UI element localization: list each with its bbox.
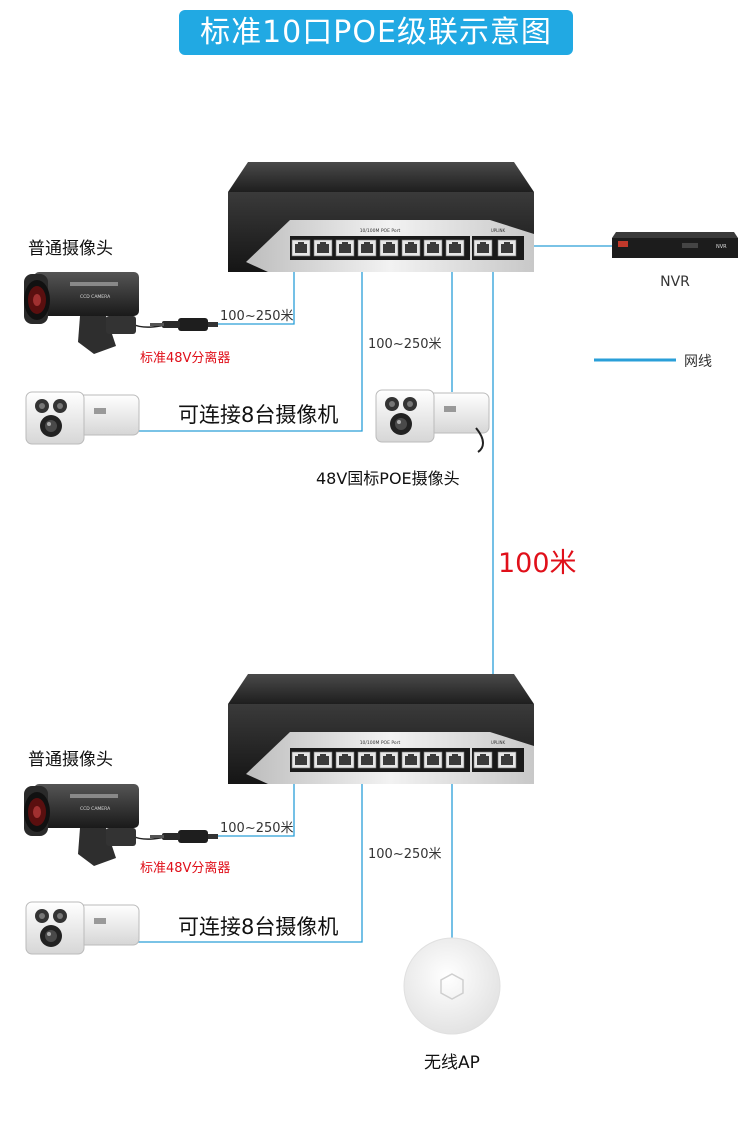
cable-bottom-port3 [138, 780, 363, 943]
ccd-camera-text: CCD CAMERA [80, 806, 111, 812]
wireless-ap [403, 937, 501, 1035]
cable-group [138, 245, 612, 943]
top-poe-camera-label: 48V国标POE摄像头 [316, 469, 460, 488]
bottom-distance-middle: 100~250米 [368, 847, 442, 862]
top-normal-camera: CCD CAMERA [24, 272, 139, 354]
ccd-camera-text: CCD CAMERA [80, 294, 111, 300]
switch-panel-label: 10/100M POE Port [360, 740, 401, 746]
cascade-distance: 100米 [498, 548, 577, 579]
cable-bottom-port1 [210, 780, 295, 837]
switch-uplink-label: UPLINK [491, 740, 506, 745]
bottom-normal-camera: CCD CAMERA [24, 784, 139, 866]
bottom-poe-switch: 10/100M POE Port UPLINK [228, 674, 534, 784]
legend-label: 网线 [684, 354, 712, 370]
cable-top-port1 [210, 266, 295, 325]
nvr-device: NVR [612, 232, 738, 258]
top-distance-middle: 100~250米 [368, 337, 442, 352]
top-poe-switch: 10/100M POE Port UPLINK [228, 162, 534, 272]
ap-logo-icon [440, 973, 464, 1000]
top-poe-camera-right [375, 389, 490, 443]
switch-uplink-label: UPLINK [491, 228, 506, 233]
page-title: 标准10口POE级联示意图 [179, 10, 573, 55]
bottom-connect-text: 可连接8台摄像机 [178, 915, 338, 939]
nvr-label: NVR [660, 274, 690, 290]
poe-camera-cable-tail [475, 427, 484, 453]
nvr-brand-text: NVR [716, 244, 727, 250]
top-splitter-label: 标准48V分离器 [140, 350, 230, 366]
top-poe-camera-left [25, 391, 140, 445]
bottom-distance-left: 100~250米 [220, 821, 294, 836]
ap-label: 无线AP [424, 1053, 480, 1073]
top-connect-text: 可连接8台摄像机 [178, 403, 338, 427]
switch-panel-label: 10/100M POE Port [360, 228, 401, 234]
bottom-poe-camera [25, 901, 140, 955]
bottom-normal-camera-label: 普通摄像头 [28, 750, 113, 770]
top-splitter [150, 318, 218, 331]
top-distance-left: 100~250米 [220, 309, 294, 324]
bottom-splitter [150, 830, 218, 843]
bottom-splitter-label: 标准48V分离器 [140, 860, 230, 876]
top-normal-camera-label: 普通摄像头 [28, 239, 113, 259]
cable-top-port3 [138, 266, 363, 432]
